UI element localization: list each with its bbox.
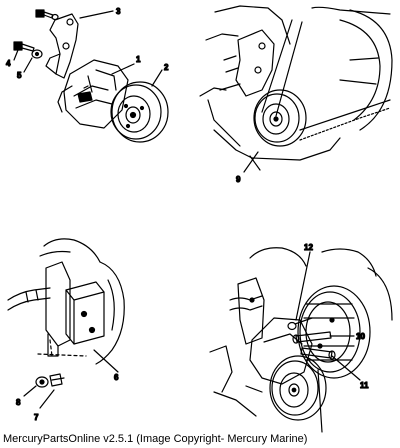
callout-11: 11: [360, 381, 369, 390]
panel-pump-installed: [199, 5, 393, 173]
callout-3: 3: [116, 7, 121, 16]
spacer-6: [65, 281, 105, 345]
bolt-top: [35, 9, 59, 21]
pulley-installed: [253, 89, 307, 147]
bolt-11: [300, 347, 336, 360]
panel-pump-exploded: [13, 9, 169, 143]
panel-pump-assembled: [209, 247, 393, 433]
callout-9: 9: [236, 175, 241, 184]
callout-7: 7: [34, 413, 39, 422]
callout-12: 12: [304, 243, 313, 252]
callout-5: 5: [17, 71, 22, 80]
callout-4: 4: [6, 59, 11, 68]
pump-pulley: [269, 355, 327, 421]
panel-bracket-spacer: [7, 238, 125, 409]
bolt-12: [287, 317, 313, 331]
drive-belt: [261, 6, 391, 141]
callout-8: 8: [16, 398, 21, 407]
bolt-10: [292, 331, 332, 344]
callout-1: 1: [136, 55, 141, 64]
washer-8: [35, 376, 49, 388]
bolt-4: [13, 41, 35, 52]
callout-6: 6: [114, 373, 119, 382]
pulley-2: [110, 81, 169, 143]
callout-2: 2: [164, 63, 169, 72]
washer-5: [31, 49, 43, 59]
bolt-7: [49, 373, 65, 387]
callout-10: 10: [356, 332, 365, 341]
copyright-caption: MercuryPartsOnline v2.5.1 (Image Copyrig…: [3, 433, 308, 445]
crank-pulley: [297, 285, 371, 379]
